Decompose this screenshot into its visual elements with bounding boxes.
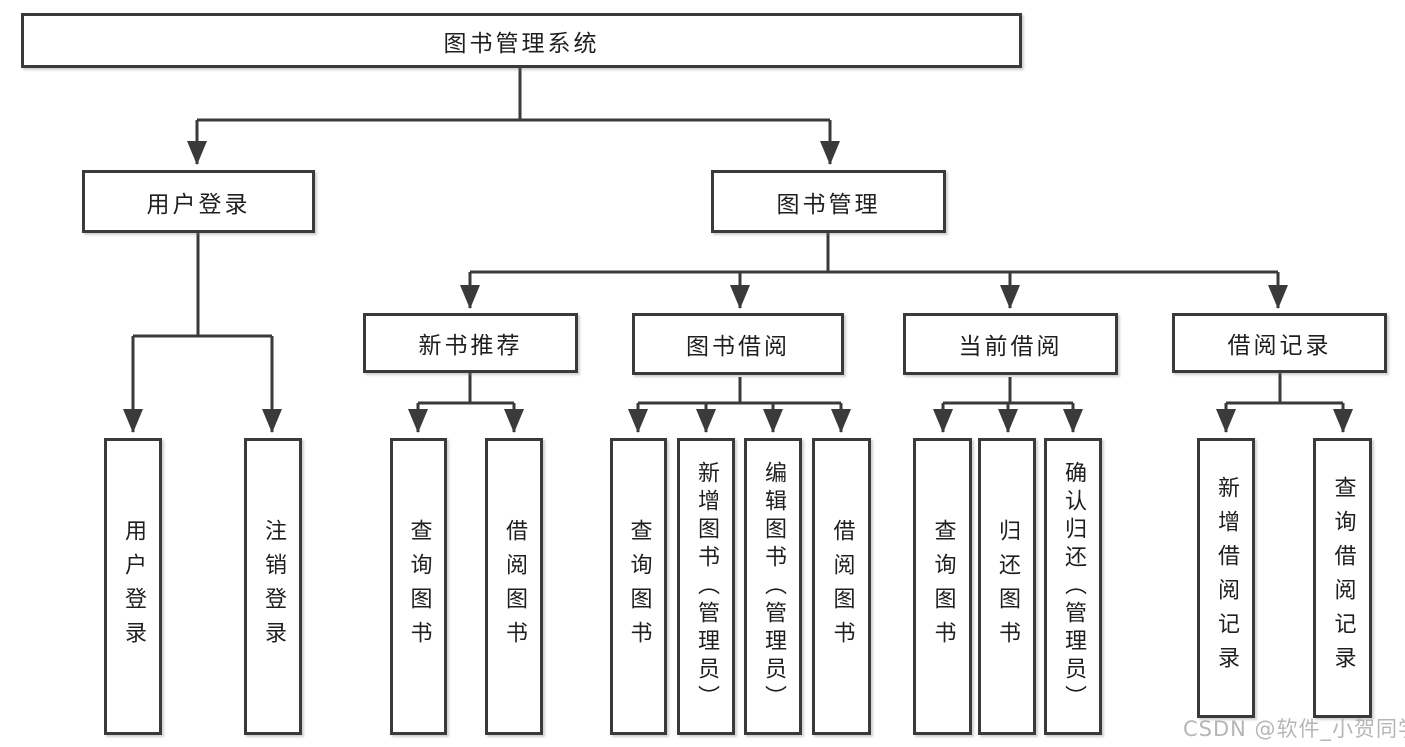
leaf-confirm-return-admin: 确认归还（管理员）	[1044, 438, 1102, 735]
connector-borrow-record-rail	[1226, 373, 1343, 405]
connector-book-borrow-rail	[638, 377, 841, 405]
leaf-query-borrow-record: 查询借阅记录	[1313, 438, 1372, 718]
leaf-add-borrow-record: 新增借阅记录	[1197, 438, 1255, 718]
leaf-edit-book-admin: 编辑图书（管理员）	[744, 438, 802, 735]
leaf-query-book-current: 查询图书	[913, 438, 972, 735]
node-current-borrow: 当前借阅	[903, 313, 1118, 375]
leaf-borrow-book-recommend: 借阅图书	[485, 438, 543, 735]
node-borrow-record: 借阅记录	[1172, 313, 1387, 373]
leaf-query-book-borrow: 查询图书	[610, 438, 667, 735]
watermark-text: CSDN @软件_小贺同学	[1183, 717, 1405, 741]
connector-user-login-rail	[133, 233, 272, 338]
leaf-return-book: 归还图书	[978, 438, 1036, 735]
connector-current-borrow-rail	[943, 377, 1073, 405]
node-new-book-recommend: 新书推荐	[363, 313, 578, 373]
leaf-logout: 注销登录	[244, 438, 302, 735]
node-book-management: 图书管理	[711, 170, 946, 233]
leaf-add-book-admin: 新增图书（管理员）	[677, 438, 735, 735]
leaf-query-book-recommend: 查询图书	[390, 438, 447, 735]
leaf-borrow-book: 借阅图书	[812, 438, 871, 735]
node-user-login: 用户登录	[82, 170, 315, 233]
connector-book-management-rail	[470, 233, 1278, 274]
node-book-borrow: 图书借阅	[632, 313, 844, 375]
connector-new-book-rail	[418, 373, 514, 405]
connector-root-rail	[197, 67, 830, 122]
leaf-user-login: 用户登录	[104, 438, 162, 735]
node-root-system: 图书管理系统	[21, 13, 1022, 68]
